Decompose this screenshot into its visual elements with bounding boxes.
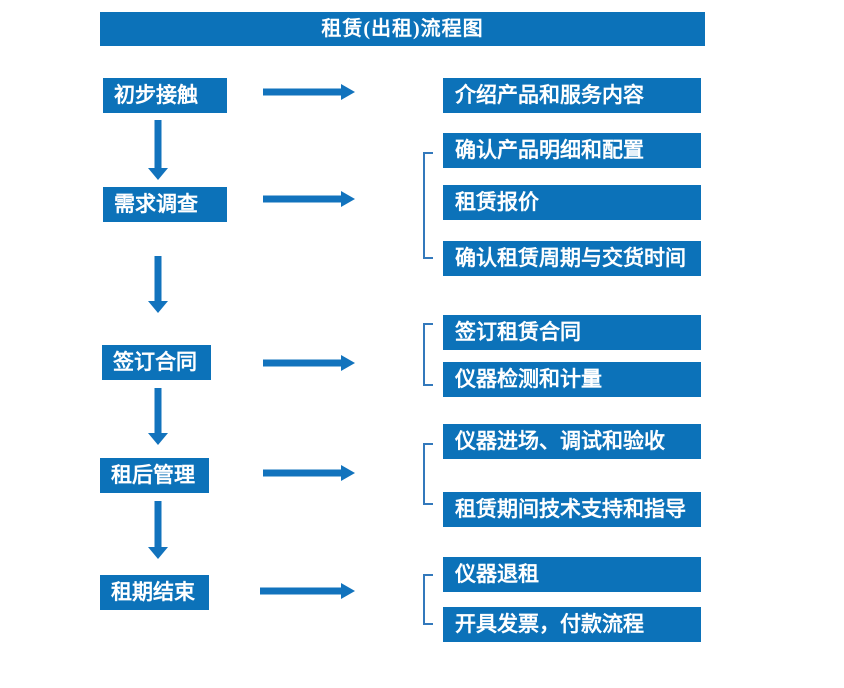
right-arrow-5 — [260, 583, 355, 599]
detail-box-confirm-period: 确认租赁周期与交货时间 — [443, 241, 701, 276]
stage-box-demand-survey: 需求调查 — [103, 187, 227, 222]
detail-box-instrument-check: 仪器检测和计量 — [443, 362, 701, 397]
stage-box-sign-contract: 签订合同 — [102, 345, 211, 380]
stage-box-rental-end: 租期结束 — [100, 575, 209, 610]
detail-box-instrument-return: 仪器退租 — [443, 557, 701, 592]
detail-box-invoice-payment: 开具发票，付款流程 — [443, 607, 701, 642]
detail-box-sign-rental-contract: 签订租赁合同 — [443, 315, 701, 350]
stage-box-initial-contact: 初步接触 — [103, 78, 227, 113]
right-arrow-3 — [263, 355, 355, 371]
down-arrow-3 — [148, 388, 168, 445]
detail-box-confirm-product-spec: 确认产品明细和配置 — [443, 133, 701, 168]
detail-box-introduce-products: 介绍产品和服务内容 — [443, 78, 701, 113]
right-arrow-4 — [263, 465, 355, 481]
right-arrow-2 — [263, 191, 355, 207]
group-bracket-sign-contract — [423, 323, 433, 386]
flowchart-title: 租赁(出租)流程图 — [100, 12, 705, 46]
detail-box-tech-support: 租赁期间技术支持和指导 — [443, 492, 701, 527]
group-bracket-post-rental-mgmt — [423, 443, 433, 505]
down-arrow-4 — [148, 501, 168, 559]
group-bracket-demand-survey — [423, 152, 433, 259]
group-bracket-rental-end — [423, 574, 433, 625]
right-arrow-1 — [263, 84, 355, 100]
detail-box-rental-quote: 租赁报价 — [443, 185, 701, 220]
down-arrow-1 — [148, 120, 168, 180]
stage-box-post-rental-mgmt: 租后管理 — [100, 458, 209, 493]
detail-box-instrument-setup: 仪器进场、调试和验收 — [443, 424, 701, 459]
down-arrow-2 — [148, 256, 168, 313]
